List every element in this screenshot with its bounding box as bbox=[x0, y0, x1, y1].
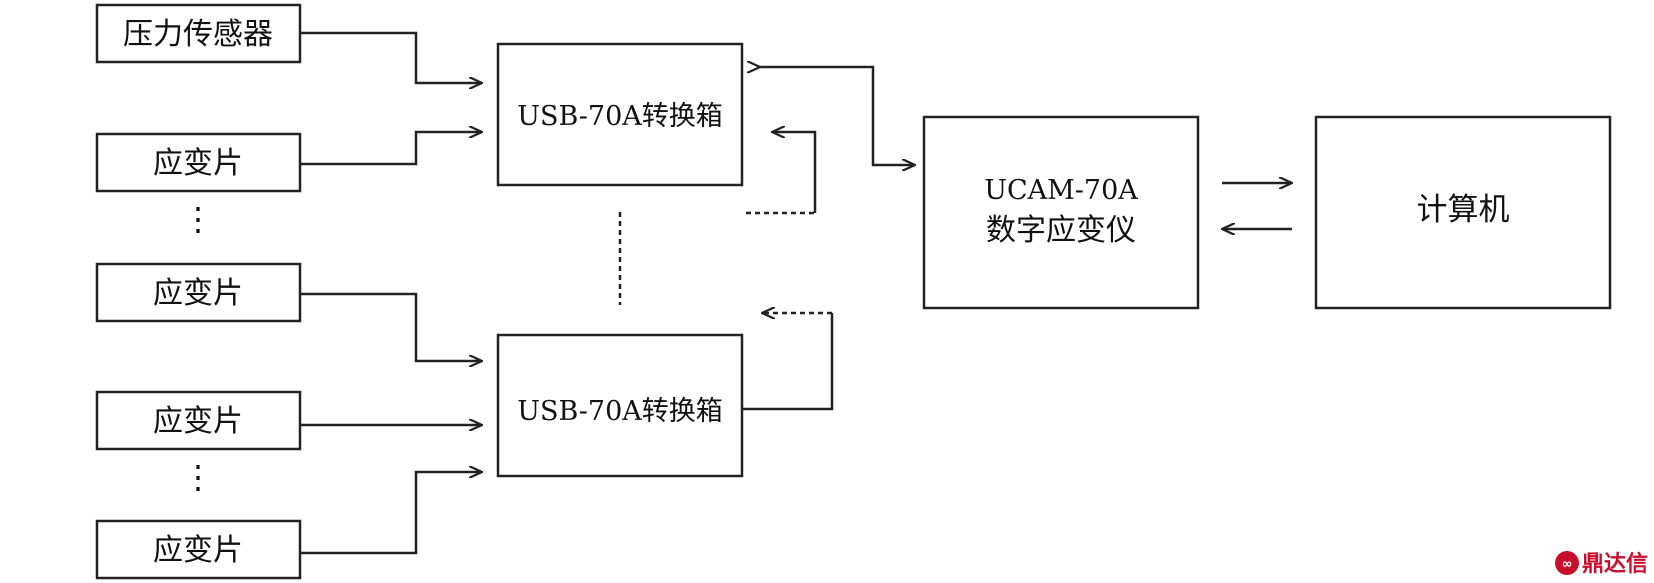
strain4-to-converter-arrow bbox=[300, 472, 482, 555]
svg-text:∞: ∞ bbox=[1562, 557, 1573, 572]
dingdaxin-watermark: ∞ 鼎达信 bbox=[1555, 551, 1648, 577]
converter-box-bottom: USB-70A转换箱 bbox=[496, 333, 744, 478]
strain-gauge-label-3: 应变片 bbox=[153, 404, 243, 439]
sensor-ellipsis-2: ⋮ bbox=[182, 458, 214, 496]
strain1-to-converter-arrow bbox=[300, 132, 482, 166]
strain-gauge-box-1: 应变片 bbox=[95, 132, 302, 193]
pressure-to-converter-arrow bbox=[300, 31, 482, 83]
converter-top-label: USB-70A转换箱 bbox=[517, 101, 723, 132]
strain-gauge-box-4: 应变片 bbox=[95, 519, 302, 580]
converter-bottom-label: USB-70A转换箱 bbox=[517, 396, 723, 427]
watermark-logo-icon bbox=[1555, 551, 1579, 575]
bottom-converter-chain-line bbox=[742, 313, 834, 411]
computer-label: 计算机 bbox=[1417, 192, 1510, 228]
pressure-sensor-label: 压力传感器 bbox=[123, 17, 273, 52]
strain-gauge-label-4: 应变片 bbox=[153, 533, 243, 568]
converter-instrument-link bbox=[760, 67, 915, 165]
pressure-sensor-box: 压力传感器 bbox=[95, 3, 302, 64]
strain-gauge-box-3: 应变片 bbox=[95, 390, 302, 451]
watermark-text: 鼎达信 bbox=[1582, 551, 1648, 577]
computer-box: 计算机 bbox=[1314, 115, 1612, 310]
strain-gauge-label-1: 应变片 bbox=[153, 146, 243, 181]
strain-instrument-box: UCAM-70A 数字应变仪 bbox=[922, 115, 1200, 310]
instrument-name-label: 数字应变仪 bbox=[986, 213, 1136, 248]
sensor-ellipsis-1: ⋮ bbox=[182, 200, 214, 238]
instrument-model-label: UCAM-70A bbox=[984, 175, 1138, 206]
strain-gauge-box-2: 应变片 bbox=[95, 262, 302, 323]
strain-gauge-label-2: 应变片 bbox=[153, 276, 243, 311]
top-converter-return-arrow bbox=[772, 132, 817, 213]
converter-box-top: USB-70A转换箱 bbox=[496, 42, 744, 187]
strain2-to-converter-arrow bbox=[300, 292, 482, 361]
